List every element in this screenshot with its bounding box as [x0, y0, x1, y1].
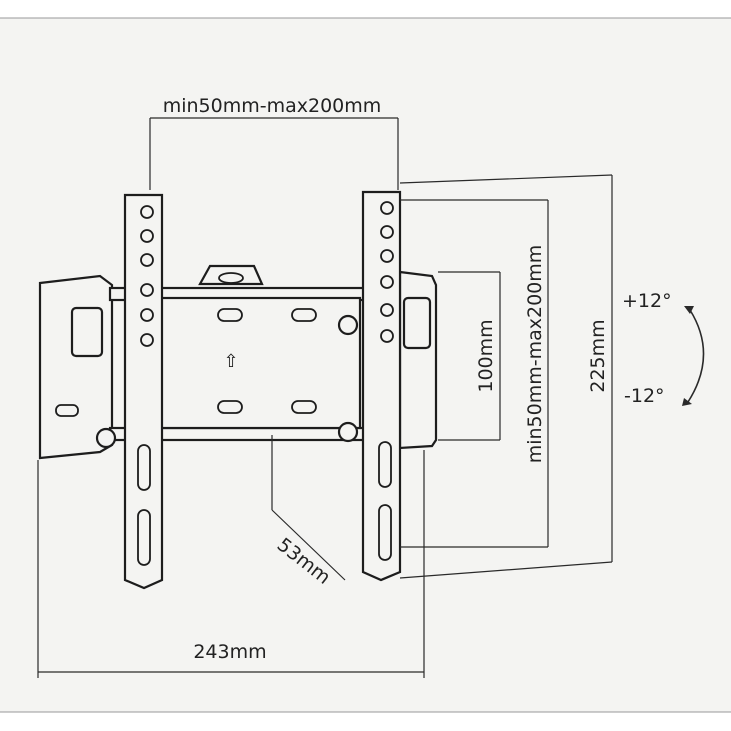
top-tab-hole: [218, 272, 244, 284]
right-arm-hole-4: [380, 275, 394, 289]
tilt-arrow-up-icon: [684, 306, 694, 314]
tilt-indicator: +12° -12°: [622, 290, 705, 407]
vertical-range-dimension: min50mm-max200mm: [400, 199, 549, 548]
right-tilt-knob: [402, 296, 432, 350]
left-tilt-knob: [70, 306, 104, 358]
right-arm-screw-bottom: [337, 421, 359, 443]
tilt-arc: [687, 309, 705, 403]
plate-slot-1: [217, 308, 243, 322]
top-width-label: min50mm-max200mm: [163, 95, 382, 117]
right-arm-hole-1: [380, 201, 394, 215]
plate-slot-3: [217, 400, 243, 414]
total-width-dimension: 243mm: [37, 450, 425, 678]
left-arm-hole-3: [140, 253, 154, 267]
vertical-range-label: min50mm-max200mm: [524, 245, 546, 464]
left-arm-hole-2: [140, 229, 154, 243]
tilt-arrow-down-icon: [682, 398, 692, 406]
total-height-dimension: 225mm: [399, 174, 613, 579]
left-wall-slot: [55, 404, 79, 417]
tilt-down-label: -12°: [624, 385, 665, 407]
total-height-label: 225mm: [587, 319, 609, 392]
left-arm-slot-1: [137, 444, 151, 491]
bottom-white-strip: [0, 712, 731, 731]
wall-plate: [38, 270, 438, 460]
left-arm-hole-5: [140, 308, 154, 322]
left-arm-slot-2: [137, 509, 151, 566]
right-arm-slot-1: [378, 441, 392, 488]
left-arm-screw: [95, 427, 117, 449]
right-arm-hole-5: [380, 303, 394, 317]
center-plate: [158, 296, 362, 430]
total-width-label: 243mm: [193, 641, 266, 663]
left-arm-hole-6: [140, 333, 154, 347]
tilt-up-label: +12°: [622, 290, 672, 312]
right-arm-hole-6: [380, 329, 394, 343]
depth-dimension: 53mm: [271, 435, 346, 589]
inner-height-dimension: 100mm: [438, 271, 501, 441]
right-vertical-arm: [337, 190, 402, 582]
top-width-dimension: min50mm-max200mm: [149, 95, 399, 190]
right-arm-slot-2: [378, 504, 392, 561]
inner-height-label: 100mm: [475, 319, 497, 392]
left-arm-hole-4: [140, 283, 154, 297]
up-arrow-icon: ⇧: [223, 351, 238, 372]
left-arm-hole-1: [140, 205, 154, 219]
left-vertical-arm: [95, 193, 164, 590]
top-white-strip: [0, 0, 731, 18]
right-arm-hole-3: [380, 249, 394, 263]
plate-slot-2: [291, 308, 317, 322]
right-arm-hole-2: [380, 225, 394, 239]
right-arm-screw-top: [337, 314, 359, 336]
plate-slot-4: [291, 400, 317, 414]
